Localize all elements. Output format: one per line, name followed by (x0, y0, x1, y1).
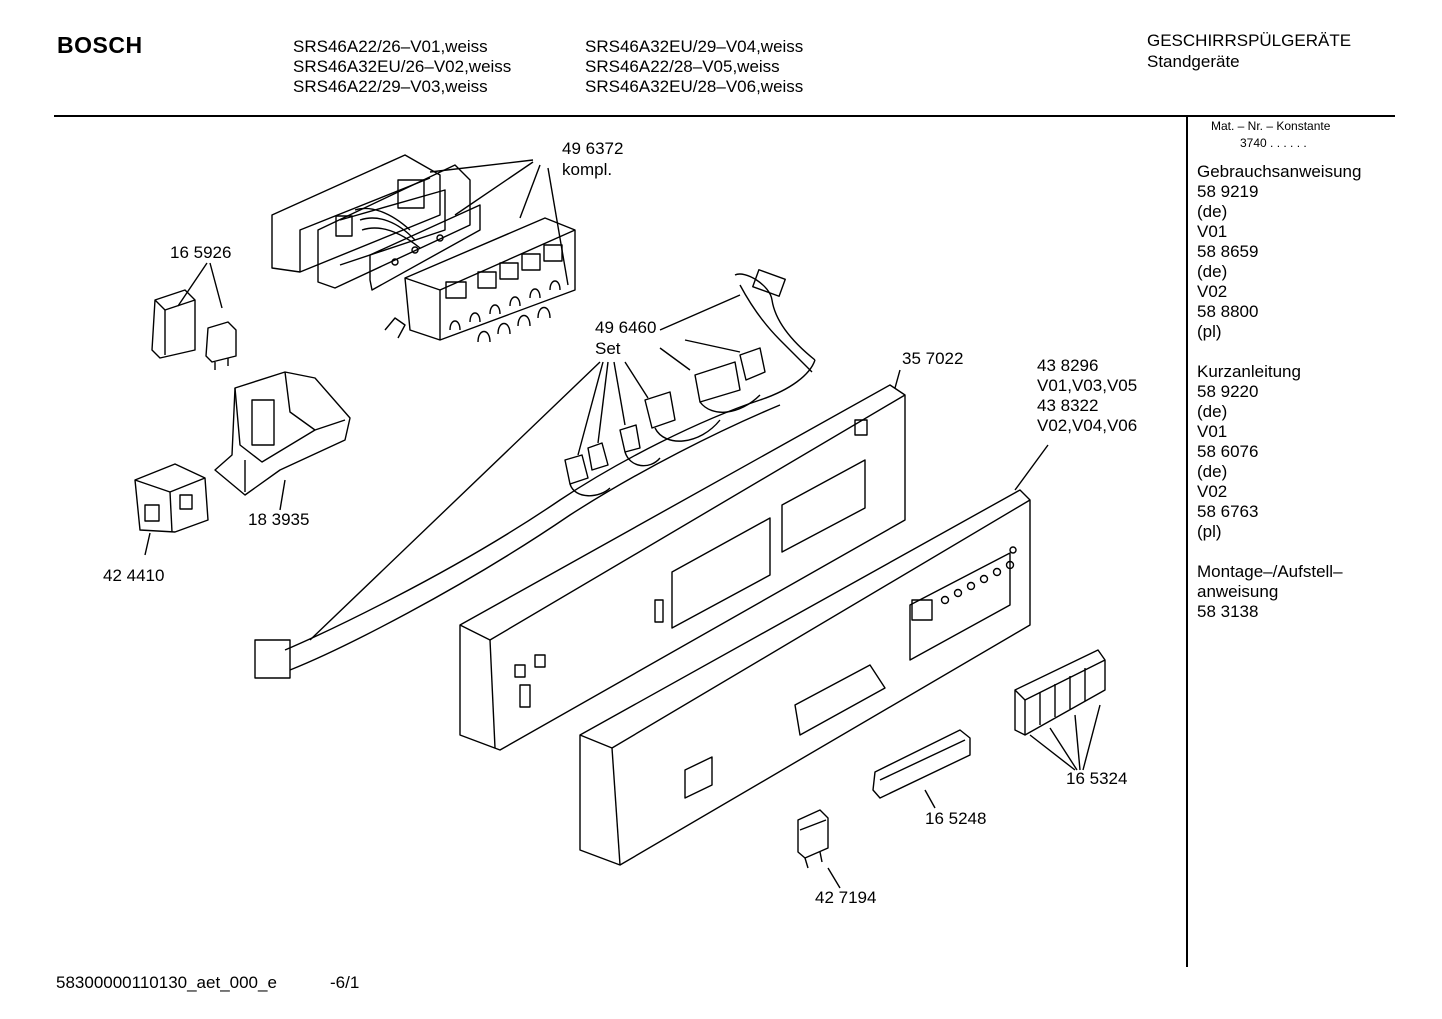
part-label-183935: 18 3935 (248, 509, 309, 530)
bracket-18-3935 (214, 371, 351, 511)
doc-line: (de) (1197, 262, 1228, 281)
category-title: GESCHIRRSPÜLGERÄTE (1147, 31, 1352, 50)
part-label-165324: 16 5324 (1066, 768, 1127, 789)
part-label-165248: 16 5248 (925, 808, 986, 829)
part-note: kompl. (562, 160, 613, 179)
part-number: 43 8296 (1037, 356, 1099, 375)
part-number: 18 3935 (248, 510, 310, 529)
electronic-module-assembly (271, 154, 576, 343)
category-subtitle: Standgeräte (1147, 52, 1240, 71)
model-item: SRS46A32EU/29–V04,weiss (585, 37, 804, 56)
model-item: SRS46A32EU/26–V02,weiss (293, 57, 512, 76)
model-item: SRS46A22/28–V05,weiss (585, 57, 780, 76)
part-label-165926: 16 5926 (170, 242, 231, 263)
part-label-496372: 49 6372 kompl. (562, 138, 623, 180)
button-cap-42-7194 (797, 809, 841, 889)
part-label-357022: 35 7022 (902, 348, 963, 369)
doc-line: V01 (1197, 422, 1228, 441)
part-number: 49 6372 (562, 139, 624, 158)
model-item: SRS46A32EU/28–V06,weiss (585, 77, 804, 96)
doc-line: 58 9220 (1197, 382, 1259, 401)
part-label-427194: 42 7194 (815, 887, 876, 908)
doc-section-gebrauchsanweisung: Gebrauchsanweisung 58 9219 (de) V01 58 8… (1197, 162, 1361, 342)
model-item: SRS46A22/26–V01,weiss (293, 37, 488, 56)
doc-section-montage: Montage–/Aufstell– anweisung 58 3138 (1197, 562, 1361, 622)
brand-logo: BOSCH (57, 32, 143, 58)
page-number: -6/1 (330, 973, 360, 992)
part-number: 49 6460 (595, 318, 657, 337)
document-code: 58300000110130_aet_000_e (56, 973, 277, 992)
part-number: 16 5248 (925, 809, 987, 828)
category-block: GESCHIRRSPÜLGERÄTE Standgeräte (1147, 30, 1351, 72)
doc-line: V01 (1197, 222, 1228, 241)
model-list-col2: SRS46A32EU/29–V04,weiss SRS46A22/28–V05,… (585, 37, 803, 97)
part-note: Set (595, 339, 621, 358)
mat-number-value: 3740 . . . . . . (1240, 136, 1307, 150)
doc-line: Gebrauchsanweisung (1197, 162, 1362, 181)
doc-line: Montage–/Aufstell– (1197, 562, 1343, 581)
relay-parts (151, 262, 237, 370)
part-number: 42 4410 (103, 566, 165, 585)
handle-strip-16-5248 (872, 729, 971, 809)
doc-line: anweisung (1197, 582, 1279, 601)
sidebar-divider (1186, 117, 1188, 967)
button-strip-16-5324 (1014, 649, 1106, 771)
model-item: SRS46A22/29–V03,weiss (293, 77, 488, 96)
document-list: Gebrauchsanweisung 58 9219 (de) V01 58 8… (1197, 162, 1361, 642)
doc-line: 58 8659 (1197, 242, 1259, 261)
doc-line: (de) (1197, 202, 1228, 221)
doc-section-kurzanleitung: Kurzanleitung 58 9220 (de) V01 58 6076 (… (1197, 362, 1361, 542)
doc-line: Kurzanleitung (1197, 362, 1301, 381)
part-variant: V02,V04,V06 (1037, 416, 1138, 435)
header-divider (54, 115, 1395, 117)
part-number: 43 8322 (1037, 396, 1099, 415)
part-number: 42 7194 (815, 888, 877, 907)
doc-line: (pl) (1197, 522, 1222, 541)
doc-line: V02 (1197, 482, 1228, 501)
front-fascia (579, 444, 1049, 866)
part-variant: V01,V03,V05 (1037, 376, 1138, 395)
doc-line: 58 6076 (1197, 442, 1259, 461)
doc-line: (de) (1197, 462, 1228, 481)
cable-harness-set (254, 269, 816, 679)
doc-line: V02 (1197, 282, 1228, 301)
terminal-block-42-4410 (134, 463, 209, 556)
doc-line: (de) (1197, 402, 1228, 421)
model-list-col1: SRS46A22/26–V01,weiss SRS46A32EU/26–V02,… (293, 37, 511, 97)
part-number: 35 7022 (902, 349, 964, 368)
doc-line: 58 6763 (1197, 502, 1259, 521)
doc-line: 58 8800 (1197, 302, 1259, 321)
part-number: 16 5324 (1066, 769, 1128, 788)
mat-number-label: Mat. – Nr. – Konstante (1211, 119, 1331, 133)
doc-line: 58 3138 (1197, 602, 1259, 621)
part-label-496460: 49 6460 Set (595, 317, 656, 359)
part-number: 16 5926 (170, 243, 232, 262)
part-label-438296: 43 8296 V01,V03,V05 43 8322 V02,V04,V06 (1037, 356, 1137, 436)
part-label-424410: 42 4410 (103, 565, 164, 586)
doc-line: 58 9219 (1197, 182, 1259, 201)
inner-panel-35-7022 (459, 369, 906, 751)
doc-line: (pl) (1197, 322, 1222, 341)
